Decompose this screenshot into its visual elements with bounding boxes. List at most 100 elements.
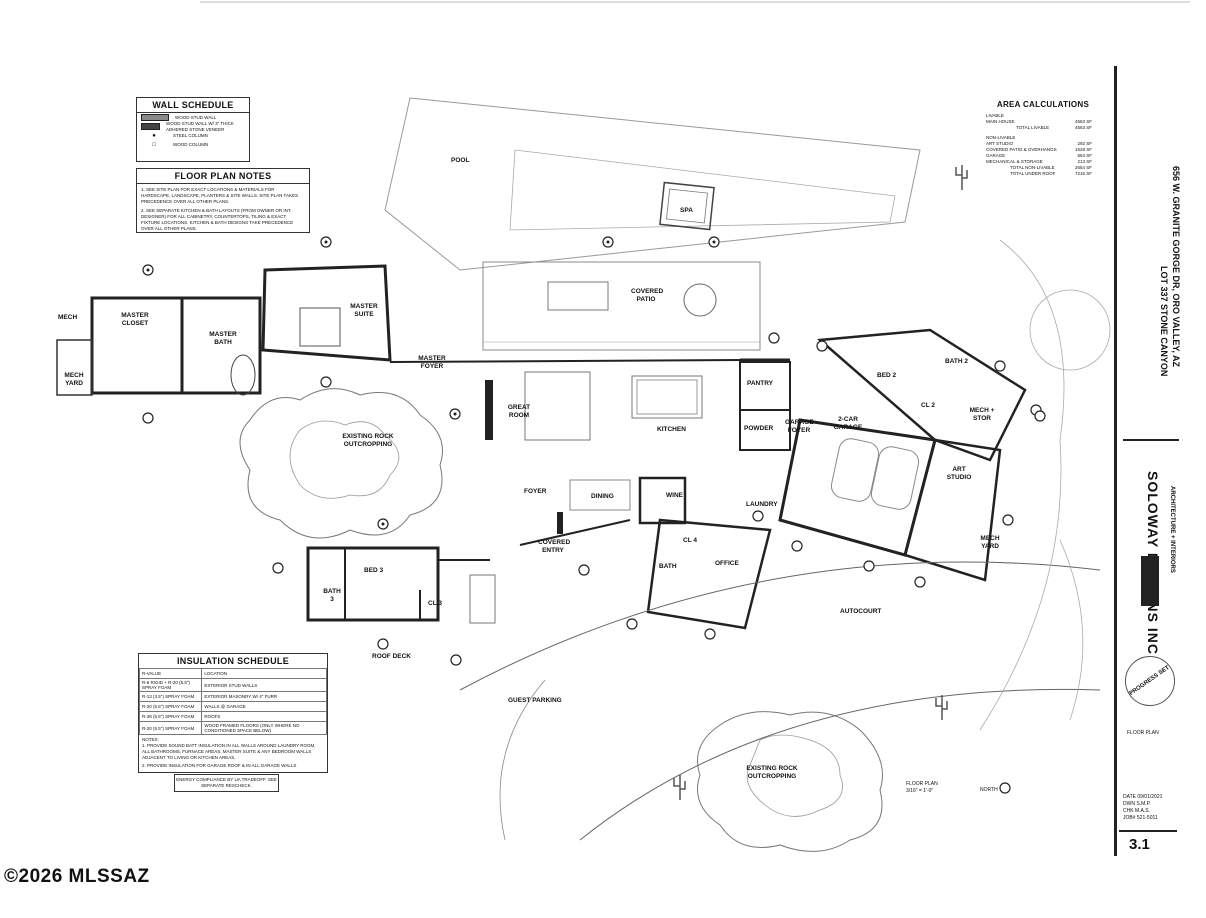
livable-heading: LIVABLE xyxy=(986,113,1004,118)
room-covered-patio: COVERED PATIO xyxy=(631,288,664,303)
master-suite-walls xyxy=(261,264,392,362)
room-bath2: BATH 2 xyxy=(945,358,968,365)
room-roof-deck: ROOF DECK xyxy=(372,653,411,660)
floor-plan-notes: FLOOR PLAN NOTES 1. SEE SITE PLAN FOR EX… xyxy=(136,168,310,233)
room-office: OFFICE xyxy=(715,560,739,567)
area-calculations: AREA CALCULATIONS LIVABLE MAIN HOUSE 4563… xyxy=(986,100,1092,177)
room-foyer: FOYER xyxy=(524,488,547,495)
wall-schedule-item: WOOD STUD WALL xyxy=(175,114,217,120)
firm-subtitle: ARCHITECTURE + INTERIORS xyxy=(1169,486,1175,573)
drawn-value: S.M.P. xyxy=(1136,801,1151,807)
room-kitchen: KITCHEN xyxy=(657,426,686,433)
floor-plan-note: 2. SEE SEPARATE KITCHEN & BATH LAYOUTS (… xyxy=(141,208,294,231)
progress-stamp: PROGRESS SET xyxy=(1125,656,1175,706)
area-value: 1528 SF xyxy=(1074,147,1092,152)
table-cell: WOOD FRAMED FLOORS (ONLY WHERE NO CONDIT… xyxy=(201,721,327,735)
insulation-schedule-title: INSULATION SCHEDULE xyxy=(176,656,290,666)
area-label: TOTAL NON-LIVABLE xyxy=(1010,165,1055,170)
room-dining: DINING xyxy=(591,493,614,500)
table-cell: WALLS @ GARAGE xyxy=(201,701,327,712)
table-cell: R-13 (3.5") SPRAY FOAM xyxy=(138,691,203,702)
room-powder: POWDER xyxy=(744,425,774,432)
table-header: R-VALUE xyxy=(138,668,203,679)
drawn-label: DWN xyxy=(1123,801,1135,807)
area-value: 4563 SF xyxy=(1074,125,1092,130)
rock-outcropping-2 xyxy=(697,711,883,852)
room-cl3: CL 3 xyxy=(428,600,442,607)
date-label: DATE xyxy=(1123,794,1136,800)
room-mech-yard: MECH YARD xyxy=(64,372,84,387)
table-cell: EXTERIOR STUD WALLS xyxy=(201,678,327,692)
table-header: LOCATION xyxy=(201,668,327,679)
area-calculations-title: AREA CALCULATIONS xyxy=(996,100,1090,109)
room-spa: SPA xyxy=(680,207,693,214)
firm-logo xyxy=(1141,556,1159,606)
room-bed2: BED 2 xyxy=(877,372,897,379)
area-label: ART STUDIO xyxy=(986,141,1014,146)
chk-label: CHK xyxy=(1123,808,1134,814)
room-master-foyer: MASTER FOYER xyxy=(418,355,446,370)
table-cell: ROOFS xyxy=(201,711,327,722)
bed3-walls xyxy=(306,546,440,622)
room-master-closet: MASTER CLOSET xyxy=(121,312,149,327)
area-label: TOTAL LIVABLE xyxy=(1016,125,1050,130)
area-value: 7216 SF xyxy=(1074,171,1092,176)
area-label: GARAGE xyxy=(986,153,1006,158)
room-master-suite: MASTER SUITE xyxy=(350,303,378,318)
wall-schedule-item: WOOD COLUMN xyxy=(173,141,209,147)
pool-outline xyxy=(384,97,921,271)
north-label: NORTH xyxy=(980,787,998,793)
wall-schedule-item: STEEL COLUMN xyxy=(173,132,208,138)
room-cl4: CL 4 xyxy=(683,537,697,544)
table-cell: R-6 RIGID + R-20 (5.5") SPRAY FOAM xyxy=(138,678,203,692)
room-bath: BATH xyxy=(659,563,677,570)
room-master-bath: MASTER BATH xyxy=(209,331,237,346)
date-value: 09/01/2021 xyxy=(1137,794,1163,800)
title-block: LOT 337 STONE CANYON 656 W. GRANITE GORG… xyxy=(1114,66,1181,856)
area-value: 4563 SF xyxy=(1074,119,1092,124)
progress-stamp-text: PROGRESS SET xyxy=(1128,664,1172,698)
table-cell: R-20 (5.5") SPRAY FOAM xyxy=(138,701,203,712)
wall-schedule-title: WALL SCHEDULE xyxy=(137,98,249,113)
room-covered-entry: COVERED ENTRY xyxy=(538,539,571,554)
project-name: LOT 337 STONE CANYON xyxy=(1159,266,1169,377)
room-garage-foyer: GARAGE FOYER xyxy=(785,419,814,434)
watermark: ©2026 MLSSAZ xyxy=(4,866,150,887)
area-value: 292 SF xyxy=(1077,141,1092,146)
insulation-notes-heading: NOTES: xyxy=(142,737,159,742)
covered-patio-outline xyxy=(482,261,761,351)
room-bed3: BED 3 xyxy=(364,567,384,574)
room-existing-rock-1: EXISTING ROCK OUTCROPPING xyxy=(342,433,394,448)
room-wine: WINE xyxy=(666,492,683,499)
room-pantry: PANTRY xyxy=(747,380,773,387)
floor-plan-note: 1. SEE SITE PLAN FOR EXACT LOCATIONS & M… xyxy=(141,187,298,204)
scale-label: 3/16" = 1'-0" xyxy=(906,788,934,794)
rock-outcropping-1 xyxy=(239,388,443,539)
table-cell: R-20 (5.5") SPRAY FOAM xyxy=(138,721,203,735)
spa-outline xyxy=(659,181,715,231)
room-two-car-garage: 2-CAR GARAGE xyxy=(833,416,863,431)
area-label: MAIN HOUSE xyxy=(986,119,1015,124)
wall-schedule: WALL SCHEDULE WOOD STUD WALL WOOD STUD W… xyxy=(136,97,250,162)
room-mech: MECH xyxy=(58,314,78,321)
table-cell: R-38 (5.5") SPRAY FOAM xyxy=(138,711,203,722)
area-value: 213 SF xyxy=(1077,159,1092,164)
room-great-room: GREAT ROOM xyxy=(507,404,531,419)
energy-note-text: ENERGY COMPLIANCE BY UA TRADEOFF. SEE SE… xyxy=(176,777,277,788)
room-bath3: BATH 3 xyxy=(323,588,341,603)
insulation-note: 1. PROVIDE SOUND BATT INSULATION IN ALL … xyxy=(142,743,316,760)
room-cl2: CL 2 xyxy=(921,402,935,409)
job-label: JOB# xyxy=(1123,815,1136,821)
room-autocourt: AUTOCOURT xyxy=(840,608,882,615)
floor-plan-notes-title: FLOOR PLAN NOTES xyxy=(137,169,309,184)
insulation-note: 2. PROVIDE INSULATION FOR GARAGE ROOF & … xyxy=(142,763,297,768)
room-art-studio: ART STUDIO xyxy=(946,466,972,481)
